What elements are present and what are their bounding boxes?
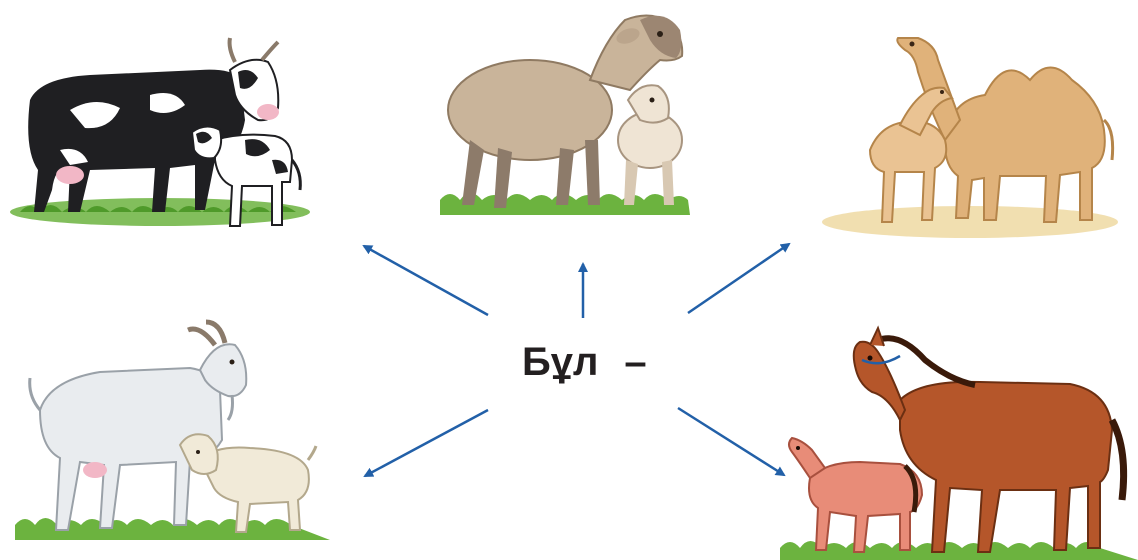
center-dash: – [624,340,647,384]
center-text: Бұл [522,340,599,384]
cow-with-calf-icon [10,37,310,227]
arrow-to-camel [687,242,791,315]
arrow-to-horse [677,406,786,477]
arrow-to-goat [363,408,489,478]
center-label: Бұл– [522,332,672,392]
arrow-to-cow [362,244,489,317]
sheep-with-lamb-icon [440,14,690,215]
camel-with-calf-icon [822,37,1118,238]
arrows [362,242,791,478]
horse-with-foal-icon [780,325,1138,560]
goat-with-kid-icon [15,319,330,540]
